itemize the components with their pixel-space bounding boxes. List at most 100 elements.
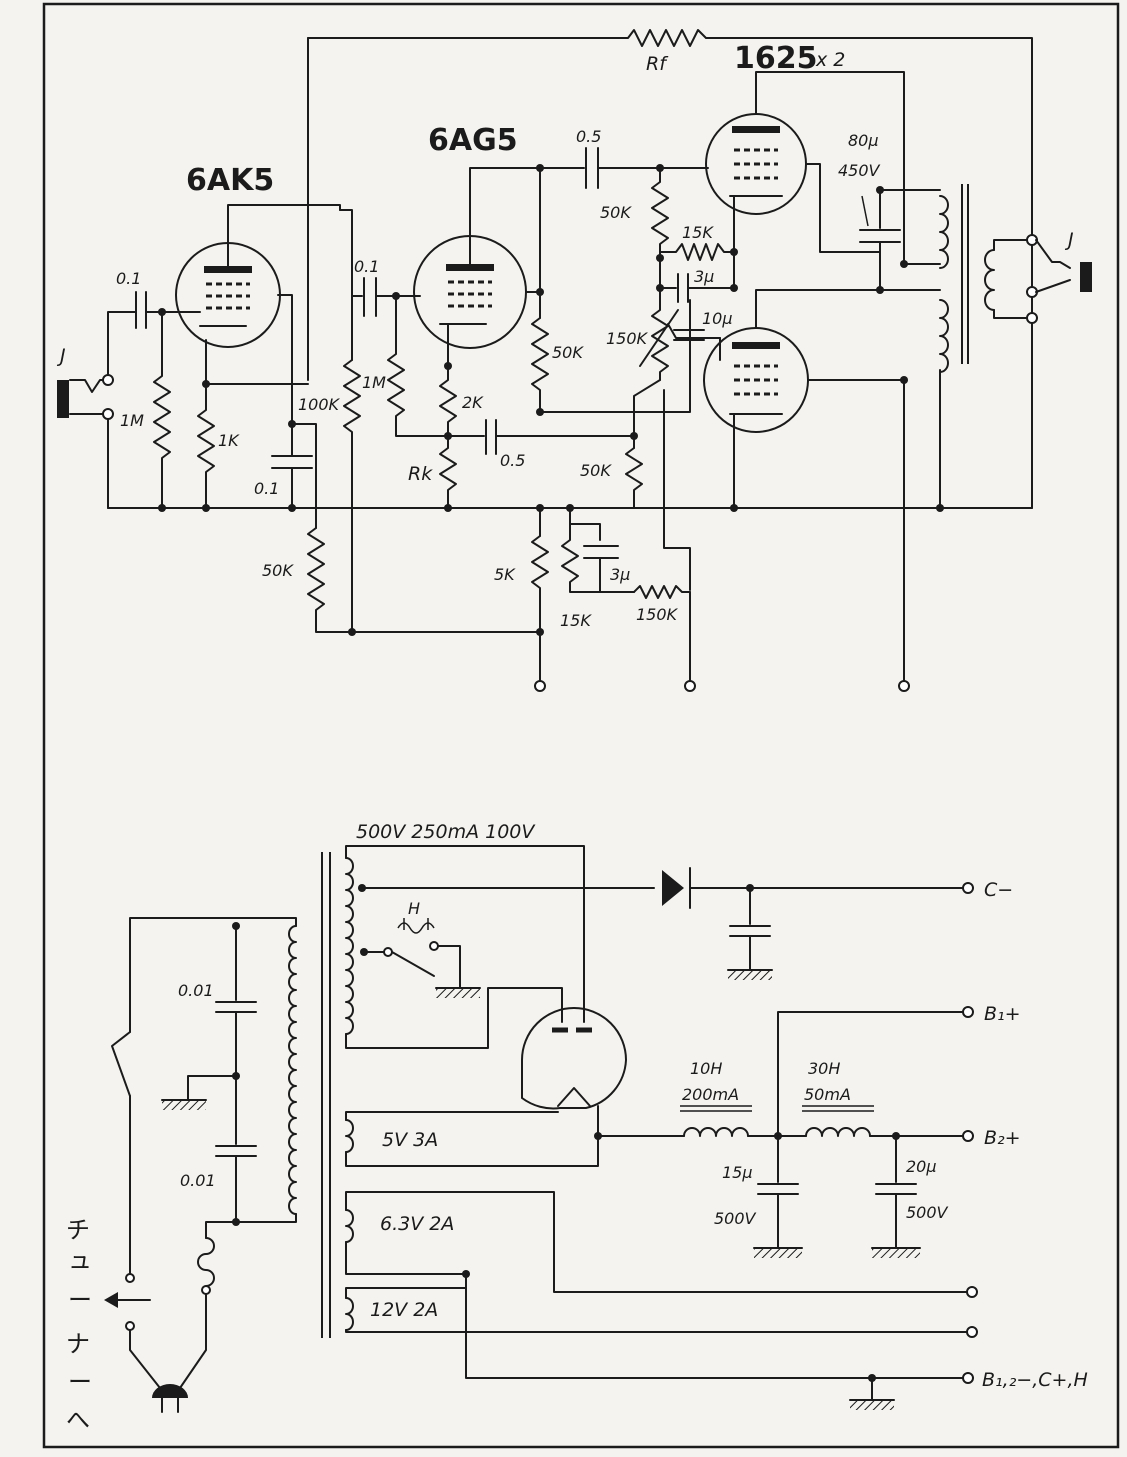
label-c-top: 0.01 [178,981,214,1000]
label-c-bottom: 0.01 [180,1171,216,1190]
label-c-20u-v: 500V [906,1203,949,1222]
label-1625: 1625 [734,41,818,76]
label-r-5k: 5K [494,565,516,584]
amplifier-section: 6AK5 6AG5 1625 x 2 Rf Rk J J 0.1 1M 1K 0… [56,29,1092,692]
label-6ag5: 6AG5 [428,123,518,158]
output-jack [1080,262,1092,292]
resistor-1m-grid-2 [387,295,449,437]
resistor-50k-grid [651,167,669,259]
label-r-1k: 1K [218,431,240,450]
ac-plug-icon [152,1384,188,1398]
label-12v: 12V 2A [370,1299,438,1321]
label-choke2-h: 30H [808,1059,840,1078]
label-r-50k-c: 50K [580,461,612,480]
label-6ak5: 6AK5 [186,163,274,198]
label-rf: Rf [646,53,669,75]
label-out-c-minus: C− [984,879,1013,901]
winding-12v [345,1297,354,1331]
label-r-2k: 2K [462,393,484,412]
page-border [42,2,1120,1449]
selenium-rectifier [662,870,684,906]
label-choke1-h: 10H [690,1059,722,1078]
label-out-common: B₁,₂−,C+,H [982,1369,1088,1391]
label-jack-in: J [56,345,66,367]
label-r-150k-b: 150K [636,605,679,624]
resistor-50k-plate [531,317,549,413]
label-r-50k-b: 50K [600,203,632,222]
resistor-5k [531,535,549,633]
resistor-150k-pot [651,287,669,381]
terminal-b2-plus [962,1130,974,1142]
label-c-3u-b: 3μ [610,565,630,584]
primary-winding [288,925,297,1215]
resistor-150k-bottom [633,585,691,599]
label-r-1m-a: 1M [120,411,144,430]
terminal-b1-plus [962,1006,974,1018]
resistor-50k-lower [625,447,643,509]
label-r-15k-b: 15K [560,611,592,630]
label-out-b2: B₂+ [984,1127,1021,1149]
power-supply-section: 500V 250mA 100V H 0.01 0.01 5V 3A 6.3V 2… [66,821,1088,1434]
power-switch [111,1031,131,1097]
label-r-100k: 100K [298,395,341,414]
tube-6ak5 [175,204,341,348]
rectifier-tube [521,1007,627,1110]
label-tuner-3: ナ [66,1330,90,1358]
label-c-01-a: 0.1 [254,479,279,498]
label-c-15u-v: 500V [714,1209,757,1228]
label-choke2-ma: 50mA [804,1085,851,1104]
label-c-01-b: 0.1 [354,257,379,276]
choke-30h [805,1127,871,1137]
label-c-3u-a: 3μ [694,267,714,286]
label-v-450: 450V [838,161,881,180]
label-r-15k-a: 15K [682,223,714,242]
resistor-2k-cathode [439,365,457,437]
label-c-20u: 20μ [906,1157,937,1176]
label-6-3v: 6.3V 2A [380,1213,454,1235]
label-tuner-1: ュ [68,1246,92,1274]
label-rk: Rk [408,463,433,485]
label-c-15u: 15μ [722,1163,753,1182]
winding-5v [345,1119,354,1153]
label-c-10u: 10μ [702,309,733,328]
tube-6ag5 [413,167,541,367]
label-hv: 500V 250mA 100V [356,821,536,843]
winding-6-3v [345,1209,354,1243]
resistor-100k [343,359,361,509]
resistor-1m-grid [153,311,171,509]
label-5v: 5V 3A [382,1129,438,1151]
label-tuner-5: へ [66,1406,90,1434]
label-out-b1: B₁+ [984,1003,1021,1025]
resistor-15k-bottom [561,523,635,593]
terminal-common [962,1372,974,1384]
label-c-80u: 80μ [848,131,879,150]
label-r-150k-a: 150K [606,329,649,348]
heater-switch [391,951,435,977]
fuse [197,1237,215,1287]
label-tuner-0: チ [66,1216,90,1244]
tube-1625-lower [703,289,905,509]
label-jack-out: J [1064,229,1074,251]
choke-10h [683,1127,749,1137]
label-heater-switch: H [408,899,420,918]
label-tuner-4: ー [68,1368,92,1396]
feedback-resistor-rf [307,29,713,47]
resistor-50k-decoupling [307,527,541,633]
label-choke1-ma: 200mA [682,1085,739,1104]
terminal-c-minus [962,882,974,894]
output-transformer [939,184,1092,509]
resistor-rk [439,435,457,509]
label-c-05-b: 0.5 [576,127,601,146]
label-r-50k-a: 50K [552,343,584,362]
label-1625-count: x 2 [815,49,845,71]
resistor-15k [659,243,735,261]
input-jack [57,380,69,418]
label-c-in: 0.1 [116,269,141,288]
hv-winding [345,857,354,1035]
resistor-1k-cathode [197,383,215,509]
label-r-50k-d: 50K [262,561,294,580]
label-tuner-2: ー [68,1286,92,1314]
label-r-1m-b: 1M [362,373,386,392]
label-c-05-a: 0.5 [500,451,525,470]
